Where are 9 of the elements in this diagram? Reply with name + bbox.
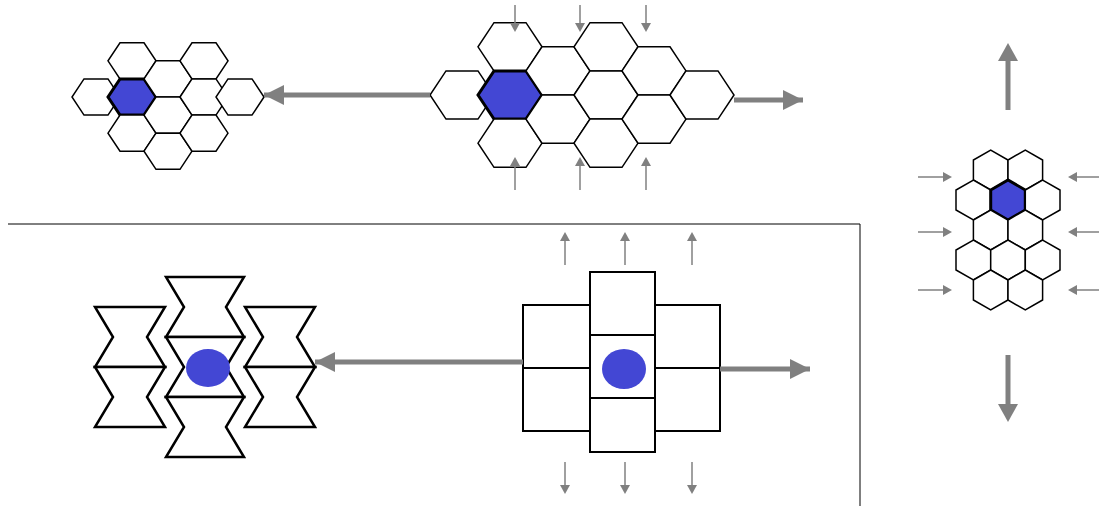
arrow (720, 359, 810, 379)
honeycomb-drawing (429, 21, 735, 169)
square-grid-drawing (522, 271, 721, 453)
honeycomb-drawing (71, 42, 265, 171)
arrow (264, 85, 430, 105)
arrow (734, 90, 803, 110)
arrow (315, 352, 523, 372)
auxetic-cell-drawing (92, 275, 318, 459)
honeycomb-drawing (955, 149, 1061, 311)
